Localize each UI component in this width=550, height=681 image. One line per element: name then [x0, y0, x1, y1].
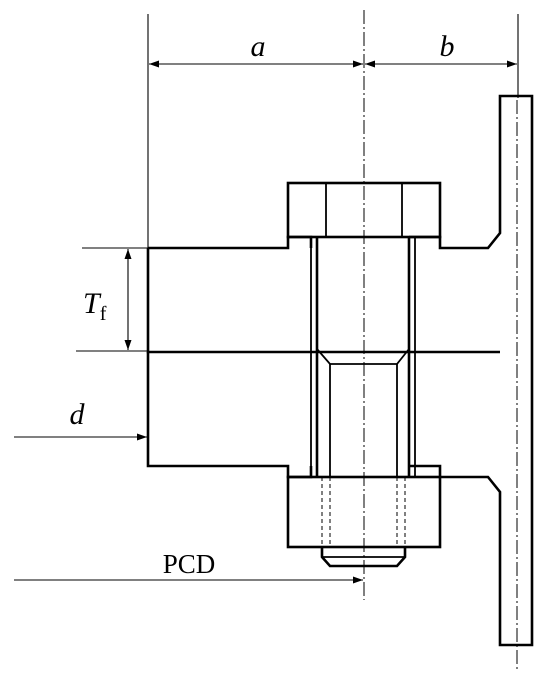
mounting-plate [498, 94, 534, 647]
nut [286, 475, 442, 549]
lower-plate-profile [409, 464, 502, 643]
dimension-b-label: b [440, 30, 455, 63]
dimension-a-label: a [251, 30, 266, 63]
bolt-end [320, 547, 407, 568]
upper-flange [146, 248, 500, 354]
upper-flange-top [148, 235, 313, 250]
pcd-label: PCD [163, 549, 216, 579]
lower-flange [146, 352, 313, 479]
upper-plate-profile [409, 100, 502, 250]
thread-chamfer [316, 348, 410, 365]
dimension-tf-label: Tf [83, 287, 107, 325]
dimension-d-label: d [70, 398, 86, 431]
bolt-head [286, 181, 442, 239]
